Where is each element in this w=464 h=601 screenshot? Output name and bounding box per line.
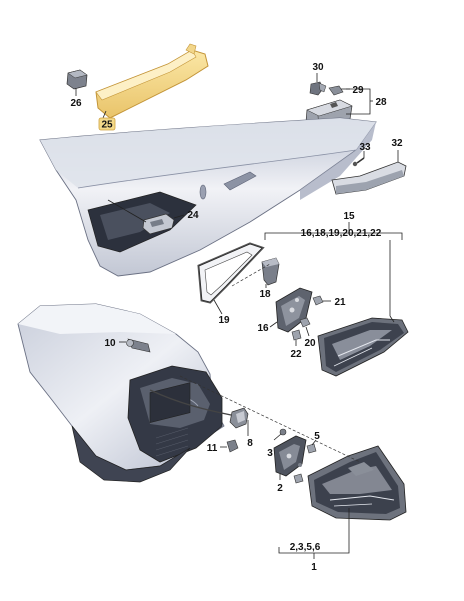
part-6-bulb (293, 463, 304, 484)
dashed-leader-upper (231, 263, 271, 287)
part-2-bulb-carrier (273, 435, 307, 480)
callout-30: 30 (312, 62, 324, 73)
callout-24: 24 (187, 210, 199, 221)
callout-33: 33 (359, 142, 371, 153)
part-18-bracket (261, 257, 280, 288)
bracket-15 (264, 232, 403, 240)
part-16-bulb-carrier (269, 287, 313, 333)
part-19-seal (197, 242, 265, 315)
callout-19: 19 (218, 315, 230, 326)
callout-26: 26 (70, 98, 82, 109)
callout-16-list: 16,18,19,20,21,22 (301, 228, 382, 239)
callout-21: 21 (334, 297, 346, 308)
callout-8: 8 (247, 438, 253, 449)
lower-tail-lamp (307, 445, 407, 521)
callout-29: 29 (352, 85, 364, 96)
callout-25-label: 25 (101, 120, 113, 131)
part-30-bulb (309, 73, 327, 96)
part-10-sensor (119, 338, 151, 353)
trunk-lid (39, 117, 377, 277)
rear-body-panel (17, 303, 225, 483)
callout-5: 5 (314, 431, 320, 442)
callout-3: 3 (267, 448, 273, 459)
callout-10: 10 (104, 338, 116, 349)
callout-28: 28 (375, 97, 387, 108)
part-11-nut (220, 439, 239, 453)
upper-tail-lamp (317, 315, 409, 377)
part-8-connector (149, 389, 249, 436)
callout-15: 15 (343, 211, 355, 222)
part-33-screw (352, 151, 365, 167)
part-3-screw (273, 428, 287, 441)
dashed-leader-lower (179, 375, 361, 463)
callout-2: 2 (277, 483, 283, 494)
part-24-switch (107, 199, 185, 235)
part-32-reflector (331, 150, 407, 195)
part-22-bulb (291, 329, 302, 346)
callout-32: 32 (391, 138, 403, 149)
part-21-bulb (312, 295, 331, 306)
callout-25: 25 (98, 117, 116, 131)
callout-11: 11 (207, 443, 218, 454)
part-20-bulb (299, 317, 311, 337)
callout-2356: 2,3,5,6 (290, 542, 321, 553)
part-29-bulb-holder (328, 85, 350, 96)
part-26-clip (66, 69, 88, 96)
bracket-28 (346, 88, 371, 115)
callout-22: 22 (290, 349, 302, 360)
callout-20: 20 (304, 338, 316, 349)
part-25-trim-panel (95, 43, 209, 119)
callout-16: 16 (257, 323, 269, 334)
callout-18: 18 (259, 289, 271, 300)
callout-1: 1 (311, 562, 317, 573)
